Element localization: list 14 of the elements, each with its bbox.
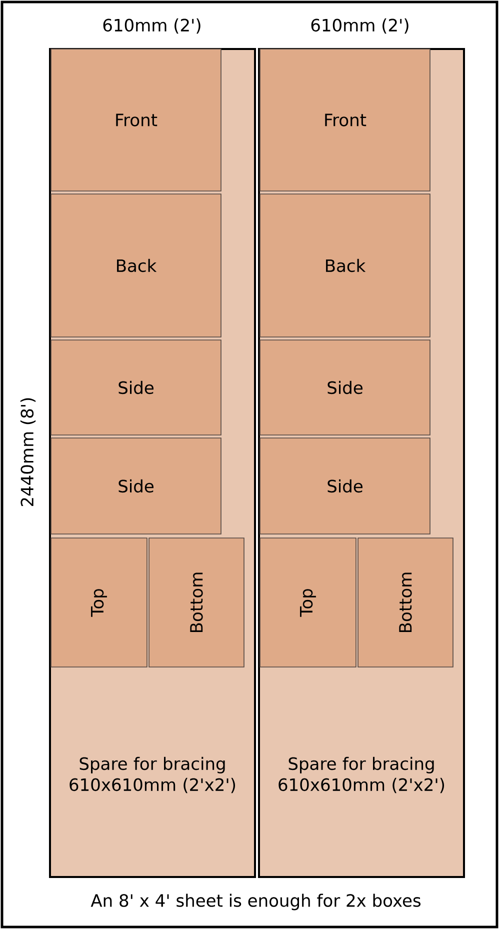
cut-piece: Back xyxy=(50,194,222,338)
cut-piece: Top xyxy=(260,538,356,668)
cut-piece: Back xyxy=(260,194,430,338)
cut-piece: Side xyxy=(50,340,222,436)
cut-piece: Top xyxy=(50,538,148,668)
cut-piece: Side xyxy=(260,340,430,436)
cut-piece: Bottom xyxy=(358,538,454,668)
cut-piece: Front xyxy=(260,48,430,192)
caption: An 8' x 4' sheet is enough for 2x boxes xyxy=(90,894,420,910)
cut-piece: Front xyxy=(50,48,222,192)
cut-piece: Side xyxy=(50,438,222,534)
cut-piece: Bottom xyxy=(148,538,244,668)
cut-piece: Side xyxy=(260,438,430,534)
length-dimension: 2440mm (8') xyxy=(20,398,36,506)
